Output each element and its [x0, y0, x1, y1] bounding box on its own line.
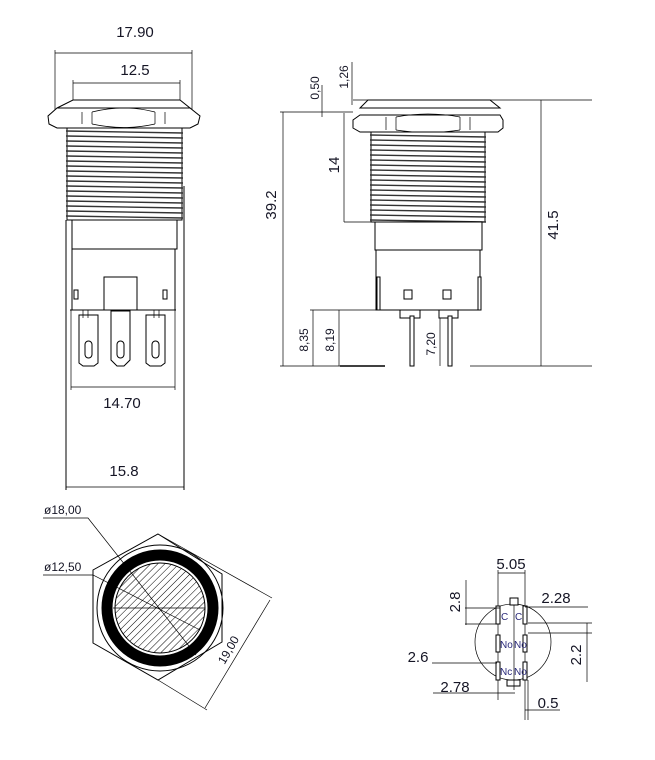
thread-ridge — [369, 184, 487, 188]
pin-label-nc-left: Nc — [500, 667, 512, 678]
pin-label-no-left: No — [500, 640, 513, 651]
center-block — [103, 276, 138, 311]
thread-ridge — [369, 134, 487, 138]
top-view: ø18,00 ø12,50 19,00 — [43, 503, 273, 711]
thread-ridge — [65, 195, 184, 199]
pin-label-c-right: C — [515, 612, 522, 623]
pin-left — [495, 661, 501, 681]
thread — [65, 127, 184, 221]
thread-ridge — [369, 214, 487, 218]
dim-offset-c: 2.78 — [440, 679, 469, 696]
pin — [447, 315, 453, 367]
dim-pin-height: 2.8 — [447, 592, 464, 613]
body-upper — [374, 221, 483, 251]
dim-terminal-length-b: 8,19 — [323, 328, 337, 352]
thread-ridge — [369, 149, 487, 153]
bezel — [56, 99, 192, 109]
thread-ridge — [65, 205, 184, 209]
thread-ridge — [65, 140, 184, 144]
hex-nut — [352, 114, 504, 133]
thread-ridge — [65, 200, 184, 204]
thread-ridge — [65, 145, 184, 149]
thread-ridge — [369, 169, 487, 173]
pin-label-c-left: C — [501, 612, 508, 623]
terminals — [78, 310, 166, 367]
pin-left — [495, 605, 501, 625]
dim-bezel-thickness: 0,50 — [308, 76, 322, 100]
body-upper — [71, 219, 178, 250]
dim-bezel-width: 12.5 — [120, 62, 149, 79]
thread-ridge — [65, 175, 184, 179]
bezel — [358, 99, 502, 109]
thread-ridge — [369, 159, 487, 163]
thread-ridge — [65, 180, 184, 184]
dim-offset-a: 2.28 — [541, 590, 570, 607]
dim-button-diameter: ø12,50 — [44, 560, 82, 574]
thread-ridge — [369, 189, 487, 193]
thread — [369, 131, 487, 223]
dim-terminal-length-a: 8,35 — [297, 328, 311, 352]
thread-ridge — [369, 144, 487, 148]
pin-right — [522, 605, 528, 625]
dim-hex-across-flats: 19,00 — [215, 633, 242, 666]
pin-right — [522, 634, 528, 653]
thread-ridge — [369, 179, 487, 183]
dim-offset-b: 2.6 — [408, 649, 429, 666]
thread-ridge — [369, 199, 487, 203]
led-ring — [101, 549, 219, 667]
side-view: 39.2 14 41.5 0,50 1,26 8,35 8,19 7,20 — [263, 62, 592, 367]
dim-pin-length: 7,20 — [424, 332, 438, 356]
dim-thread-length: 14 — [326, 157, 343, 174]
front-view: 17.90 12.5 — [47, 24, 201, 490]
pin-left — [495, 634, 501, 653]
thread-ridge — [65, 130, 184, 134]
thread-ridge — [65, 155, 184, 159]
thread-ridge — [369, 204, 487, 208]
thread-ridge — [369, 194, 487, 198]
dim-pitch: 2.2 — [568, 645, 585, 666]
pinout-outline — [474, 603, 552, 681]
body-lower — [375, 249, 481, 311]
pin-label-nc-right: No — [514, 667, 527, 678]
dim-overall-width: 17.90 — [116, 24, 154, 41]
thread-ridge — [369, 209, 487, 213]
dim-ring-diameter: ø18,00 — [44, 503, 82, 517]
dim-body-width: 15.8 — [109, 463, 138, 480]
thread-ridge — [65, 215, 184, 219]
thread-ridge — [65, 210, 184, 214]
thread-ridge — [65, 135, 184, 139]
thread-ridge — [369, 174, 487, 178]
pin-label-no-right: No — [514, 640, 527, 651]
hex-nut — [47, 107, 201, 129]
thread-ridge — [65, 165, 184, 169]
thread-ridge — [65, 190, 184, 194]
thread-ridge — [369, 154, 487, 158]
thread-ridge — [65, 185, 184, 189]
thread-ridge — [65, 170, 184, 174]
thread-ridge — [369, 164, 487, 168]
dim-terminal-span: 14.70 — [103, 395, 141, 412]
pin — [409, 315, 415, 367]
dim-total-height: 41.5 — [545, 210, 562, 239]
dim-pin-thickness: 0.5 — [538, 695, 559, 712]
thread-ridge — [369, 139, 487, 143]
thread-ridge — [65, 150, 184, 154]
thread-ridge — [65, 160, 184, 164]
dim-pin-spacing-x: 5.05 — [496, 556, 525, 573]
pinout-view: C C No No Nc No 5.05 2.8 2.28 2.2 2.6 2.… — [408, 556, 592, 720]
dim-height-below-bezel: 39.2 — [263, 190, 280, 219]
dim-nut-offset: 1,26 — [337, 65, 351, 89]
pin-right — [522, 661, 528, 681]
